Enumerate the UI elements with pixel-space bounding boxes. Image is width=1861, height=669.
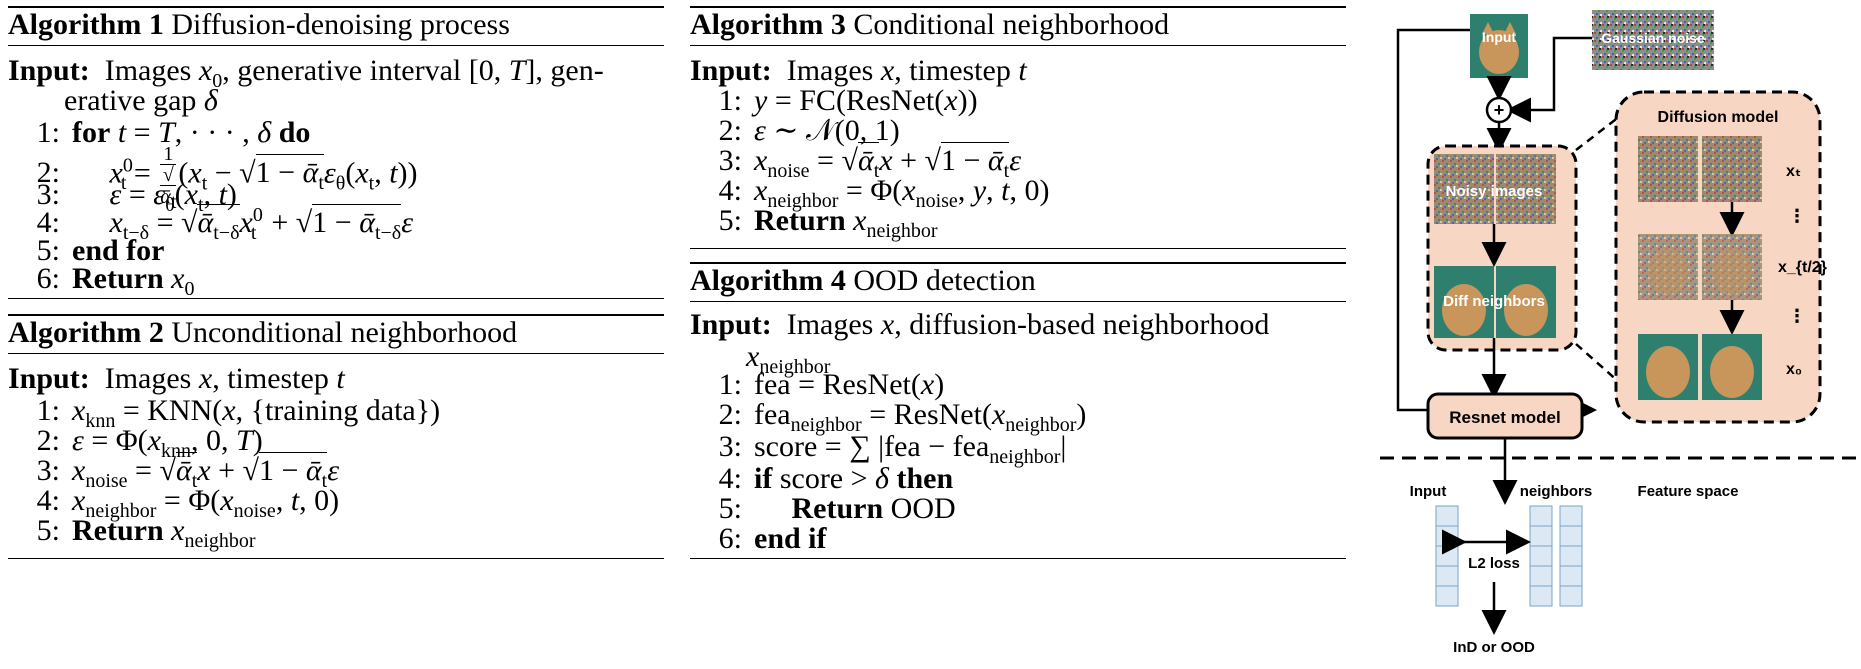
algo-step-6: 6:Return x0	[36, 262, 195, 300]
x-t-half-label: x_{t/2}	[1778, 259, 1827, 276]
algo-step-3: 3:score = ∑ |fea − feaneighbor|	[718, 430, 1067, 468]
top-rule	[690, 6, 1346, 9]
bottom-rule	[690, 558, 1346, 560]
algo-step-4: 4: xt−δ = √ᾱt−δx0t + √1 − ᾱt−δε	[36, 204, 414, 244]
noise-tile-label: Gaussian noise	[1601, 30, 1705, 46]
dots-2: ⋮	[1788, 306, 1806, 326]
algo-step-5: 5:Return xneighbor	[36, 514, 256, 552]
algo-step-4: 4:if score > δ then	[718, 462, 954, 495]
title-rule	[690, 301, 1346, 303]
title-rule	[690, 45, 1346, 47]
output-label: InD or OOD	[1453, 639, 1535, 656]
algorithm-2: Algorithm 2 Unconditional neighborhood I…	[8, 310, 664, 669]
neighbor-feature-vector-1	[1529, 505, 1553, 607]
algorithm-4: Algorithm 4 OOD detection Input: Images …	[690, 258, 1346, 669]
algo-step-2: 2:feaneighbor = ResNet(xneighbor)	[718, 398, 1087, 436]
x-t-label: xₜ	[1786, 163, 1801, 180]
feature-space-label: Feature space	[1638, 483, 1739, 500]
pipeline-diagram: Input Gaussian noise + Noisy images Diff…	[1380, 10, 1858, 656]
pipeline-figure: Input Gaussian noise + Noisy images Diff…	[1370, 0, 1861, 669]
bottom-rule	[8, 298, 664, 300]
algo-step-1: 1:y = FC(ResNet(x))	[718, 84, 978, 117]
algo-step-6: 6:end if	[718, 522, 827, 555]
input-line: Input: Images x0, generative interval [0…	[8, 54, 604, 92]
x-0-label: x₀	[1786, 361, 1802, 378]
algo-step-1: 1:xknn = KNN(x, {training data})	[36, 394, 441, 432]
algo-step-2: 2:ε = Φ(xknn, 0, T)	[36, 424, 263, 462]
algo-step-5: 5:end for	[36, 234, 165, 267]
input-tile-label: Input	[1482, 29, 1517, 45]
diffusion-model-label: Diffusion model	[1658, 109, 1779, 126]
top-rule	[690, 262, 1346, 265]
neighbor-feature-vector-2	[1559, 505, 1583, 607]
algorithm-title: Algorithm 3 Conditional neighborhood	[690, 8, 1170, 41]
algo-step-2: 2: x0t = 1√ᾱt(xt − √1 − ᾱtεθ(xt, t))	[36, 143, 418, 213]
input-image-tile: Input	[1470, 14, 1528, 78]
noisy-images-label: Noisy images	[1446, 183, 1543, 200]
algorithm-title: Algorithm 4 OOD detection	[690, 264, 1036, 297]
title-rule	[8, 45, 664, 47]
input-line: Input: Images x, diffusion-based neighbo…	[690, 308, 1270, 341]
algo-step-1: 1:fea = ResNet(x)	[718, 368, 945, 401]
fs-input-label: Input	[1410, 483, 1447, 500]
gaussian-noise-tile: Gaussian noise	[1592, 10, 1714, 70]
algo-step-3: 3:xnoise = √ᾱtx + √1 − ᾱtε	[718, 142, 1022, 182]
diff-neighbors-label: Diff neighbors	[1443, 293, 1545, 310]
bottom-rule	[690, 248, 1346, 250]
top-rule	[8, 6, 664, 9]
l2-loss-label: L2 loss	[1468, 555, 1520, 572]
algo-step-4: 4:xneighbor = Φ(xnoise, y, t, 0)	[718, 174, 1050, 212]
top-rule	[8, 314, 664, 317]
algorithm-1: Algorithm 1 Diffusion-denoising process …	[8, 0, 664, 362]
algo-step-3: 3: ε = εθ(xt, t)	[36, 178, 237, 216]
algorithm-3: Algorithm 3 Conditional neighborhood Inp…	[690, 0, 1346, 310]
input-continuation: erative gap δ	[64, 84, 218, 117]
input-line: Input: Images x, timestep t	[690, 54, 1027, 87]
algo-step-1: 1:for t = T, · · · , δ do	[36, 116, 311, 149]
algo-step-3: 3:xnoise = √ᾱtx + √1 − ᾱtε	[36, 452, 340, 492]
input-feature-vector	[1435, 505, 1459, 607]
algorithm-title: Algorithm 2 Unconditional neighborhood	[8, 316, 518, 349]
plus-sign: +	[1494, 100, 1505, 120]
input-continuation: xneighbor	[746, 340, 831, 378]
algo-step-4: 4:xneighbor = Φ(xnoise, t, 0)	[36, 484, 340, 522]
dots-1: ⋮	[1788, 206, 1806, 226]
algo-step-5: 5:Return xneighbor	[718, 204, 938, 242]
title-rule	[8, 353, 664, 355]
algo-step-2: 2:ε ∼ 𝒩(0, 1)	[718, 114, 900, 147]
fs-neighbors-label: neighbors	[1520, 483, 1593, 500]
algorithm-title: Algorithm 1 Diffusion-denoising process	[8, 8, 510, 41]
input-line: Input: Images x, timestep t	[8, 362, 345, 395]
noise-arrow	[1506, 36, 1592, 123]
algo-step-5: 5: Return OOD	[718, 492, 956, 525]
resnet-model-label: Resnet model	[1449, 408, 1560, 427]
bottom-rule	[8, 558, 664, 560]
